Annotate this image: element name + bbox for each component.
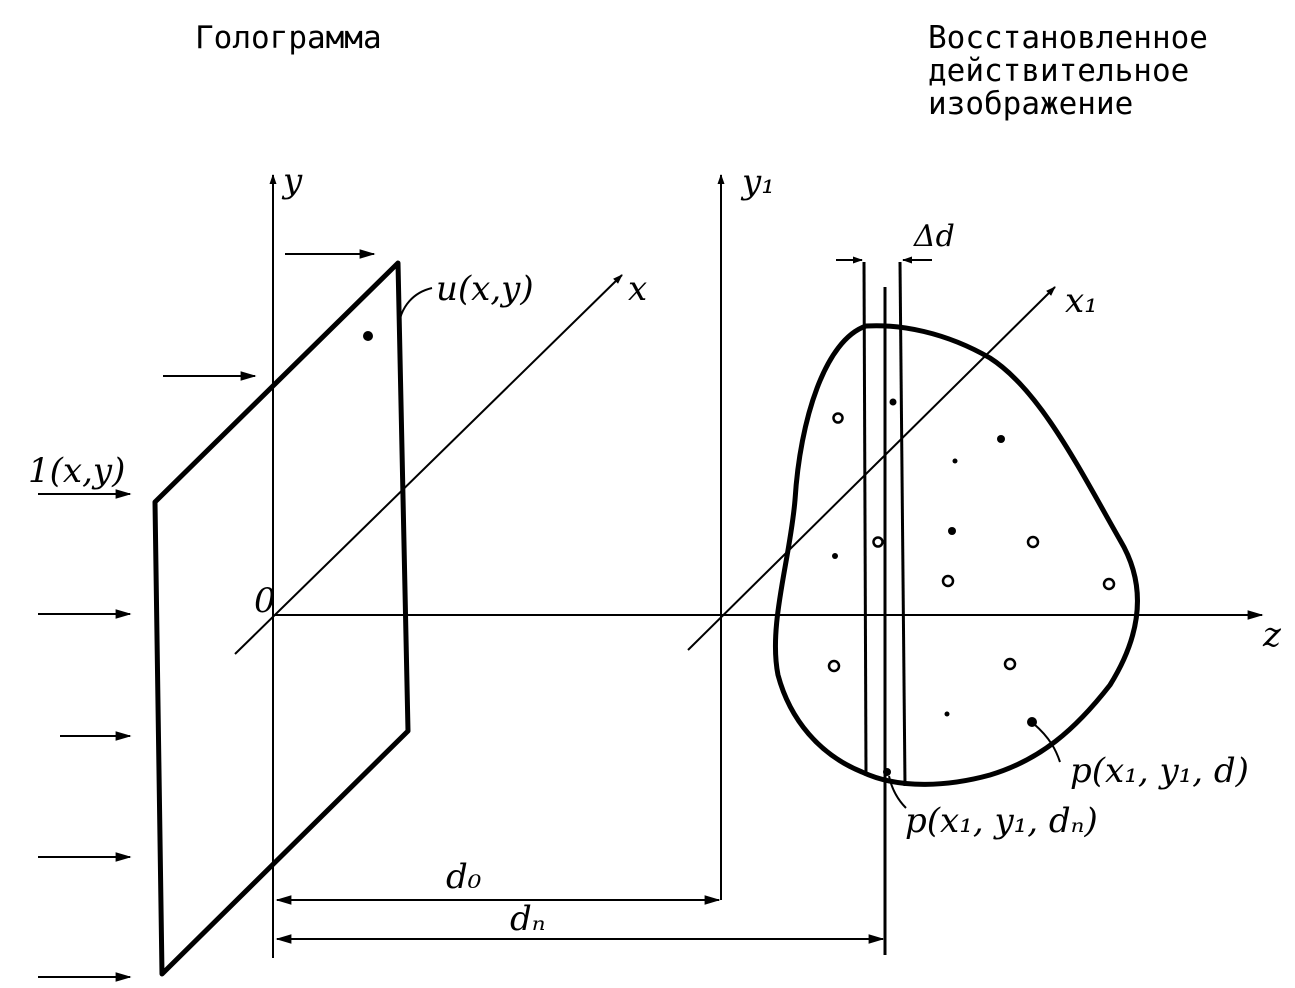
y1-axis-label: y₁ — [740, 162, 775, 202]
reconstructed-object — [772, 323, 1140, 787]
object-dot — [952, 458, 958, 464]
object-circle — [832, 412, 844, 424]
delta-d-label: Δd — [913, 219, 955, 254]
p-leader-line — [1033, 723, 1061, 763]
z-axis-label: z — [1262, 615, 1282, 655]
object-circle — [1003, 657, 1017, 671]
hologram-plate — [152, 260, 411, 977]
object-circle — [941, 574, 955, 588]
dn-label: dₙ — [510, 899, 546, 939]
pn-leader-line — [888, 775, 907, 809]
hologram-point — [363, 331, 373, 341]
x1-axis-label: x₁ — [1065, 281, 1098, 321]
object-circle — [827, 659, 841, 673]
point-p-label: p(x₁, y₁, d) — [1070, 751, 1249, 791]
object-dot — [832, 553, 838, 559]
slice-right-line — [898, 261, 907, 787]
object-dot — [944, 711, 950, 717]
object-circle — [872, 536, 884, 548]
object-circle — [1026, 535, 1040, 549]
d0-label: d₀ — [446, 857, 482, 897]
slice-left-line — [862, 261, 868, 777]
object-point-pn — [883, 768, 891, 776]
point-pn-label: p(x₁, y₁, dₙ) — [905, 801, 1098, 841]
incident-wave-arrows — [38, 249, 376, 982]
origin-label: 0 — [254, 581, 276, 621]
object-dots — [832, 398, 1037, 776]
object-dot — [948, 527, 956, 535]
reconstructed-caption-line3: изображение — [928, 86, 1133, 122]
object-dot — [889, 398, 897, 406]
x1-axis — [687, 286, 1056, 651]
x-axis — [234, 274, 623, 655]
hologram-caption: Голограмма — [195, 20, 382, 56]
object-dot — [997, 435, 1005, 443]
object-circles — [827, 412, 1116, 673]
u-leader-line — [397, 287, 433, 331]
u-function-label: u(x,y) — [436, 269, 534, 309]
intensity-label: 1(x,y) — [28, 451, 125, 491]
y-axis-label: y — [281, 161, 303, 201]
reconstructed-caption-line2: действительное — [928, 53, 1189, 89]
object-circle — [1102, 577, 1116, 591]
reconstructed-caption-line1: Восстановленное — [928, 20, 1208, 56]
x-axis-label: x — [628, 269, 647, 309]
